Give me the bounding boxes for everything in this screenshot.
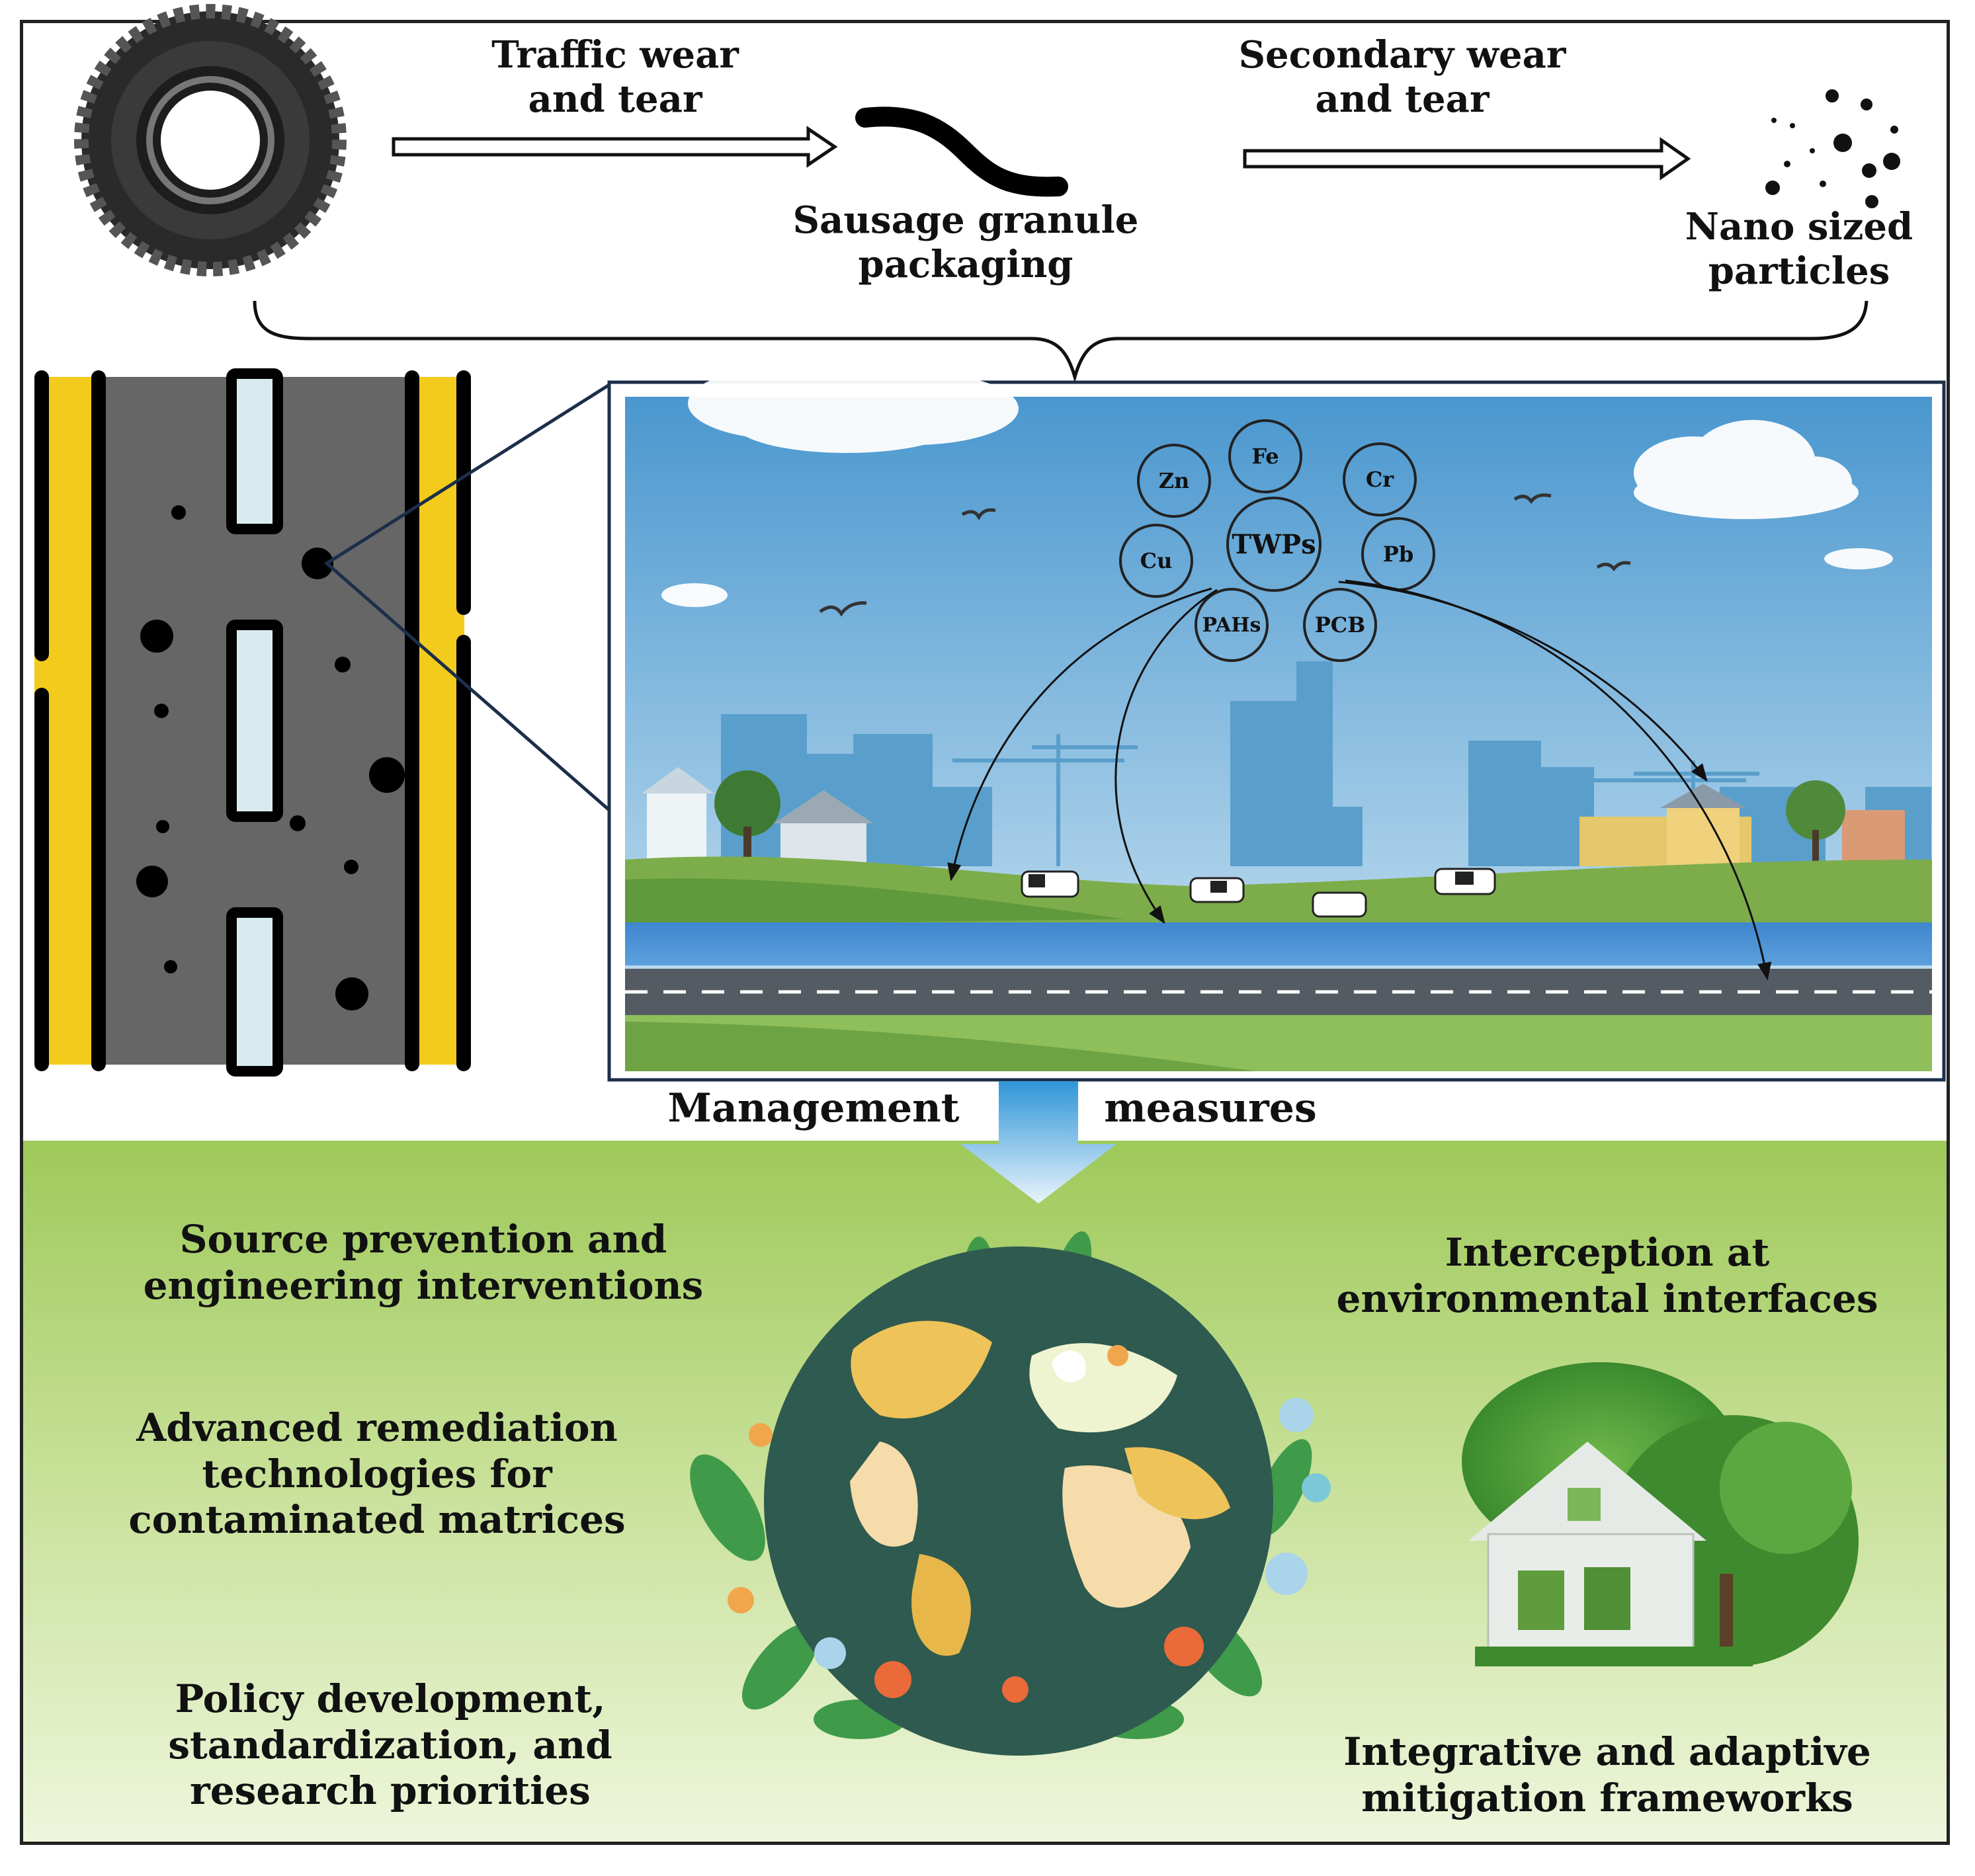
road-illustration bbox=[34, 368, 471, 1077]
tire-icon bbox=[74, 4, 347, 276]
integrative-line-1: Integrative and adaptive bbox=[1343, 1729, 1871, 1774]
callout-line bbox=[323, 383, 610, 811]
source-prevention-line-1: Source prevention and bbox=[179, 1217, 667, 1262]
traffic-wear-line-2: and tear bbox=[528, 77, 702, 122]
chem-cu: Cu bbox=[1140, 548, 1173, 573]
integrative-label: Integrative and adaptive mitigation fram… bbox=[1296, 1729, 1918, 1821]
sausage-granule-line-1: Sausage granule bbox=[792, 198, 1139, 242]
secondary-wear-arrow bbox=[1243, 137, 1691, 181]
management-arrow bbox=[960, 1081, 1116, 1203]
figure-frame bbox=[20, 20, 1950, 1845]
remediation-line-1: Advanced remediation bbox=[136, 1405, 618, 1450]
sausage-granule-label: Sausage granule packaging bbox=[747, 198, 1184, 287]
policy-line-1: Policy development, bbox=[175, 1676, 606, 1721]
chem-pcb: PCB bbox=[1314, 612, 1366, 637]
chem-zn: Zn bbox=[1158, 468, 1190, 493]
traffic-wear-line-1: Traffic wear bbox=[491, 33, 739, 77]
management-label: Management bbox=[667, 1085, 960, 1131]
chem-pahs: PAHs bbox=[1202, 614, 1261, 637]
chem-fe: Fe bbox=[1251, 444, 1279, 469]
twps-label: TWPs bbox=[1232, 529, 1316, 560]
secondary-wear-label: Secondary wear and tear bbox=[1191, 33, 1614, 122]
dispersal-arrows bbox=[947, 579, 1772, 981]
remediation-label: Advanced remediation technologies for co… bbox=[93, 1405, 661, 1543]
globe-icon bbox=[690, 1231, 1331, 1756]
interception-label: Interception at environmental interfaces bbox=[1296, 1230, 1918, 1322]
traffic-wear-label: Traffic wear and tear bbox=[410, 33, 820, 122]
secondary-wear-line-2: and tear bbox=[1315, 77, 1490, 122]
remediation-line-3: contaminated matrices bbox=[128, 1497, 626, 1543]
traffic-wear-arrow bbox=[392, 126, 838, 168]
chemical-bubbles bbox=[1119, 419, 1435, 662]
policy-line-3: research priorities bbox=[190, 1768, 591, 1814]
sausage-granule-icon bbox=[855, 106, 1068, 197]
source-prevention-line-2: engineering interventions bbox=[143, 1262, 704, 1308]
green-house-icon bbox=[1462, 1362, 1859, 1666]
landscape-scene bbox=[607, 367, 1946, 1082]
nano-particles-icon bbox=[1765, 89, 1900, 208]
chem-cr: Cr bbox=[1365, 467, 1394, 492]
remediation-line-2: technologies for bbox=[202, 1451, 552, 1496]
policy-label: Policy development, standardization, and… bbox=[126, 1676, 655, 1815]
integrative-line-2: mitigation frameworks bbox=[1361, 1775, 1853, 1820]
interception-line-1: Interception at bbox=[1445, 1230, 1770, 1275]
measures-label: measures bbox=[1104, 1085, 1317, 1131]
grouping-brace bbox=[253, 300, 1869, 384]
interception-line-2: environmental interfaces bbox=[1336, 1276, 1878, 1321]
cow-icons bbox=[1021, 868, 1496, 918]
nano-particles-line-2: particles bbox=[1708, 249, 1890, 294]
nano-particles-label: Nano sized particles bbox=[1660, 205, 1938, 294]
source-prevention-label: Source prevention and engineering interv… bbox=[106, 1217, 741, 1309]
chem-pb: Pb bbox=[1382, 542, 1414, 567]
policy-line-2: standardization, and bbox=[168, 1722, 612, 1768]
secondary-wear-line-1: Secondary wear bbox=[1238, 33, 1566, 77]
sausage-granule-line-2: packaging bbox=[858, 243, 1073, 287]
nano-particles-line-1: Nano sized bbox=[1685, 205, 1913, 249]
